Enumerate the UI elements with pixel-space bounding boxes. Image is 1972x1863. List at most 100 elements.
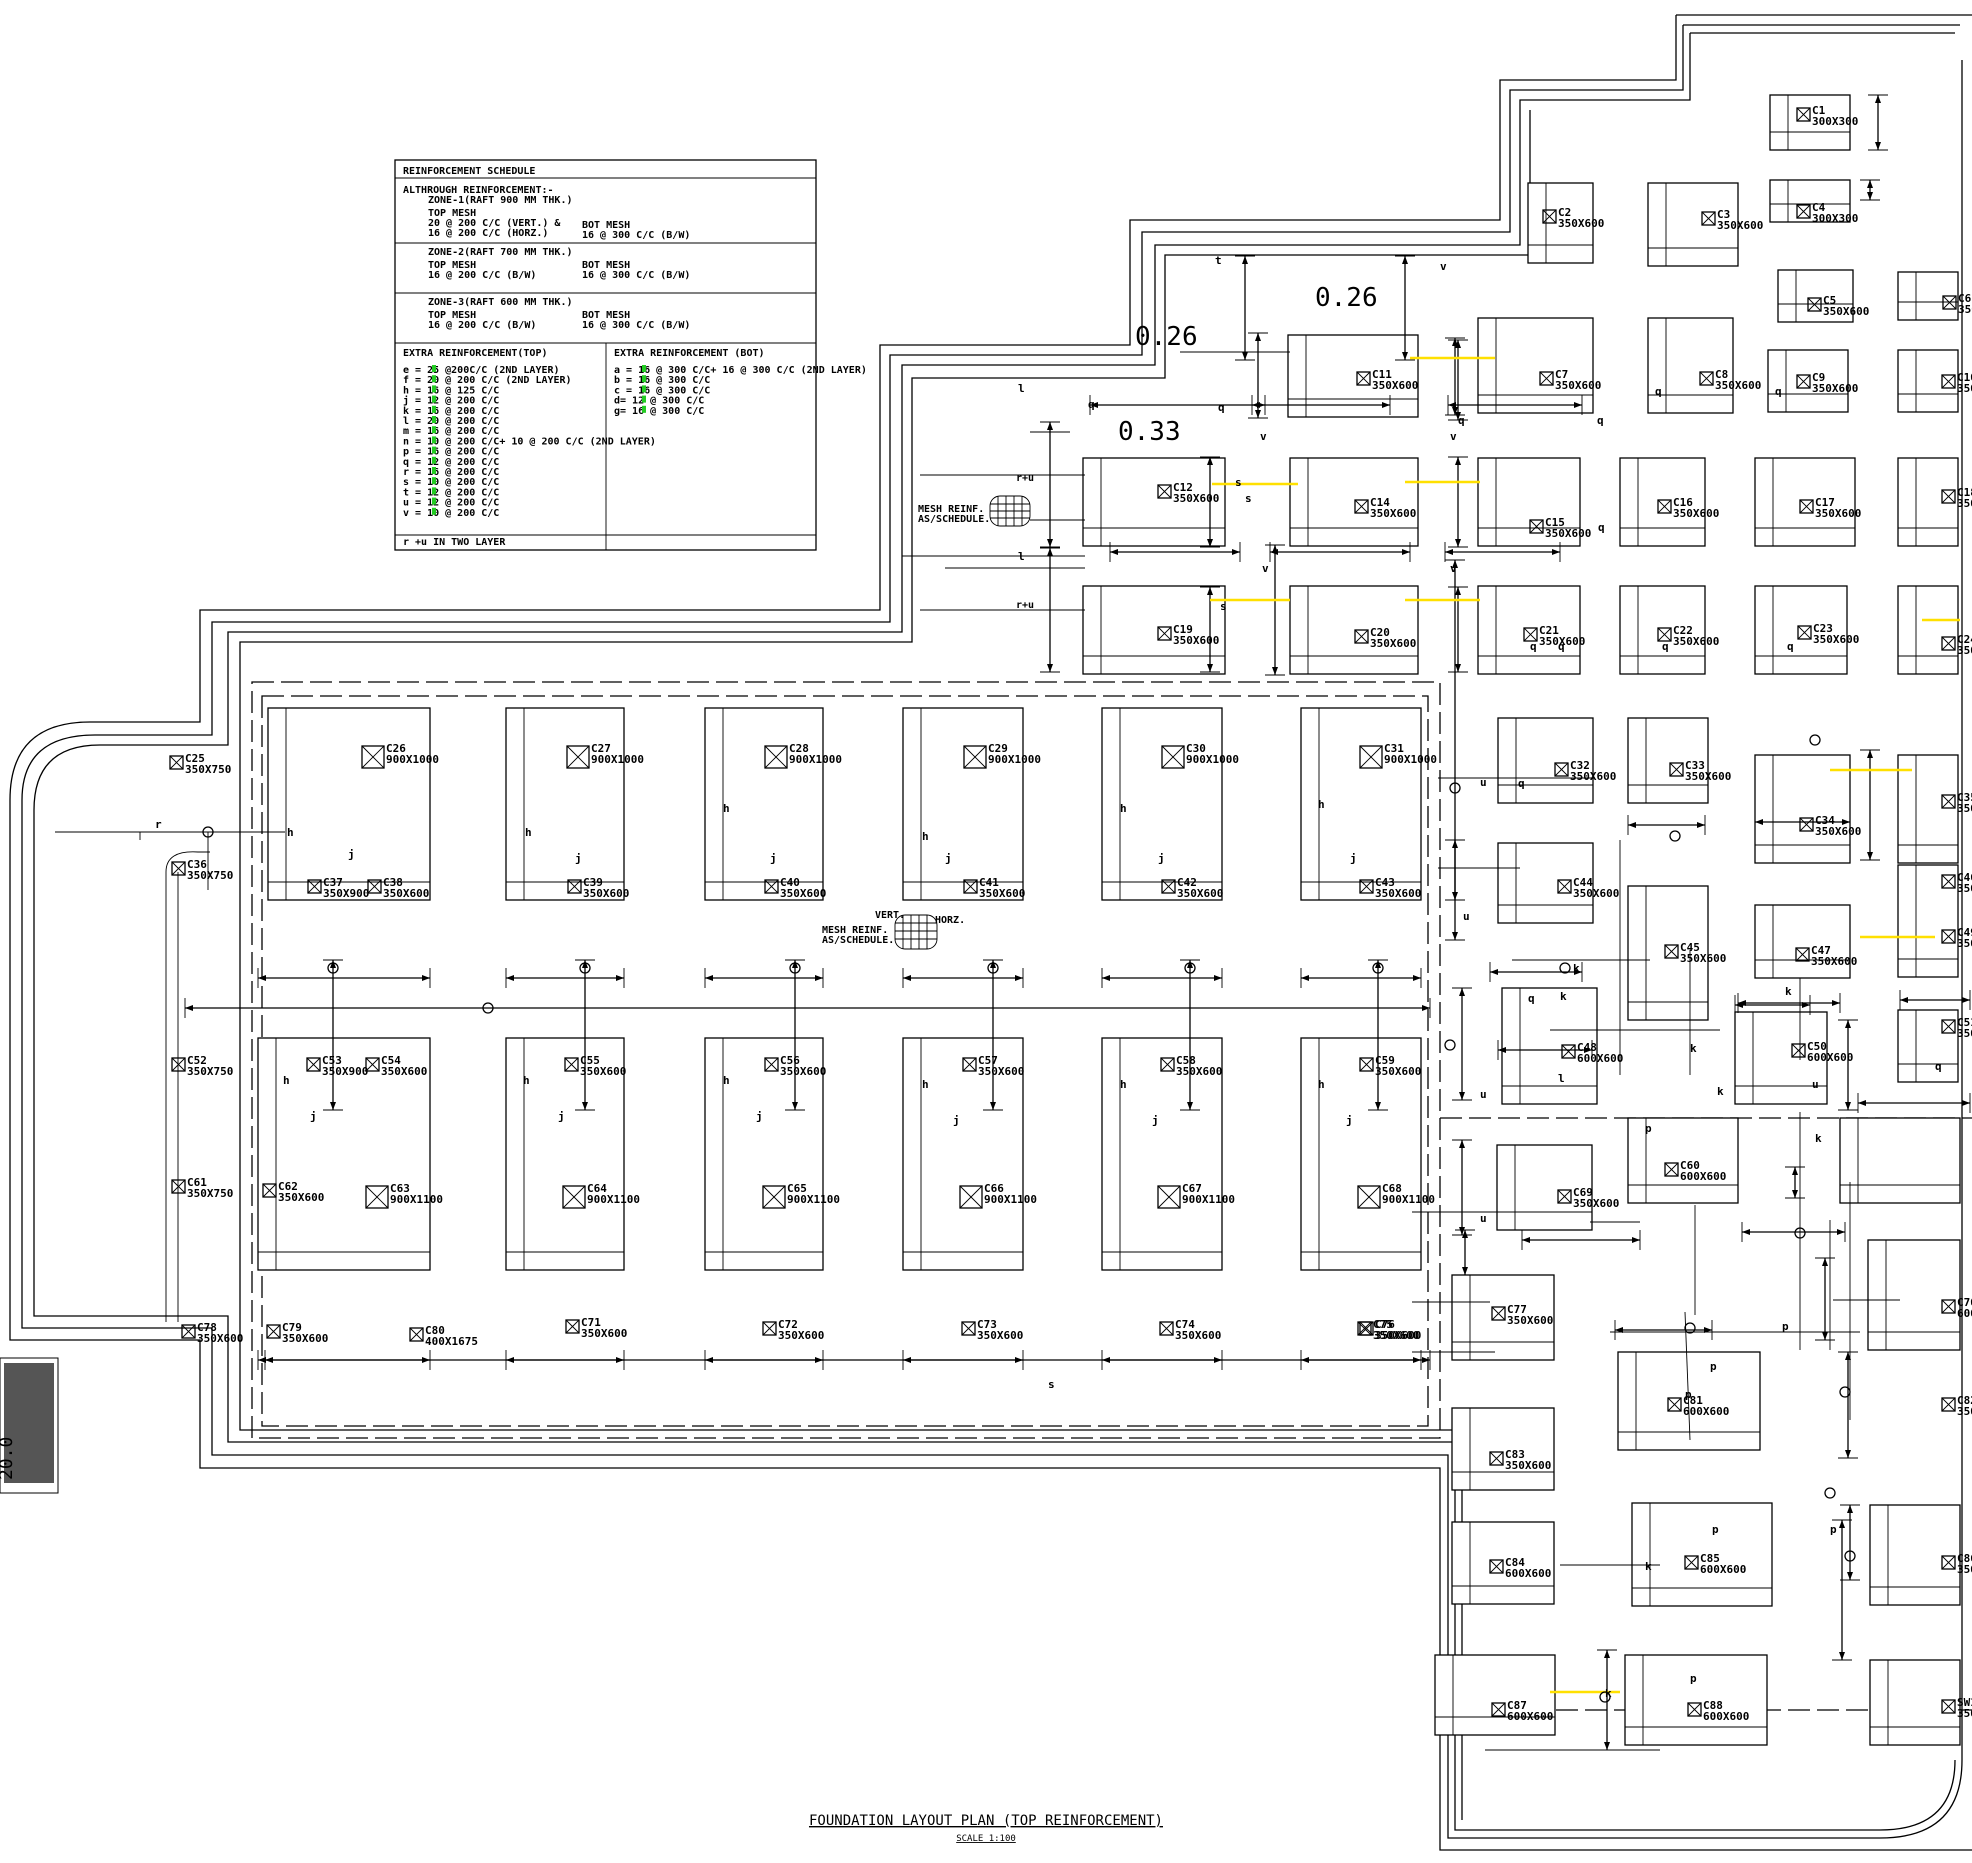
zone1-bot-head: BOT MESH (582, 220, 630, 231)
bar-dia-marker (432, 497, 436, 505)
column-cross (1161, 879, 1176, 894)
column-cross (365, 1057, 380, 1072)
column-box (1799, 499, 1814, 514)
junction-node (987, 962, 999, 974)
column-id: C84 (1505, 1556, 1525, 1569)
column-id: C53 (322, 1054, 342, 1067)
column-id: C63 (390, 1182, 410, 1195)
column-id: C31 (1384, 742, 1404, 755)
column-box (1561, 1044, 1576, 1059)
bar-mark-p: p (1712, 1523, 1719, 1536)
bar-mark-l: l (1018, 550, 1025, 563)
bar-mark-q: q (1218, 401, 1225, 414)
junction-node (1809, 734, 1821, 746)
zone3-bot1: 16 @ 300 C/C (B/W) (582, 320, 690, 331)
column-c70: C70600X600 (1941, 1296, 1972, 1320)
column-id: C41 (979, 876, 999, 889)
footing-pad (1477, 585, 1581, 675)
bar-mark-h: h (1120, 802, 1127, 815)
column-size: 350X600 (1680, 952, 1726, 965)
bar-mark-j: j (770, 852, 777, 865)
bar-mark-q: q (1558, 640, 1565, 653)
bar-mark-k: k (1815, 1132, 1822, 1145)
column-size: 350X600 (1507, 1314, 1553, 1327)
column-cross (1941, 1397, 1956, 1412)
column-size: 350X600 (1570, 770, 1616, 783)
column-id: C82 (1957, 1394, 1972, 1407)
column-box (307, 879, 322, 894)
column-box (1796, 204, 1811, 219)
column-box (171, 1179, 186, 1194)
bar-mark-h: h (922, 1078, 929, 1091)
footing-pad (1869, 1659, 1961, 1746)
column-cross (1941, 874, 1956, 889)
junction-node (579, 962, 591, 974)
column-cross (1941, 1019, 1956, 1034)
bar-mark-j: j (310, 1110, 317, 1123)
column-box (1795, 947, 1810, 962)
junction-node (327, 962, 339, 974)
column-box (1539, 371, 1554, 386)
footing-pad (1754, 457, 1856, 547)
column-size: 350X600 (780, 1065, 826, 1078)
column-id: C50 (1807, 1040, 1827, 1053)
footing-pad (1769, 94, 1851, 151)
column-size: 350X600 (1173, 634, 1219, 647)
column-box (1664, 1162, 1679, 1177)
column-box (566, 745, 590, 769)
extra-bot-head: EXTRA REINFORCEMENT (BOT) (614, 348, 765, 359)
column-id: C24 (1957, 633, 1972, 646)
column-id: C8 (1715, 368, 1728, 381)
bar-mark-u: u (1480, 1088, 1487, 1101)
column-size: 350X600 (581, 1327, 627, 1340)
drawing-title-block: FOUNDATION LAYOUT PLAN (TOP REINFORCEMEN… (809, 1813, 1163, 1844)
bar-mark-h: h (1318, 1078, 1325, 1091)
bar-mark-j: j (1158, 852, 1165, 865)
bar-mark-p: p (1830, 1523, 1837, 1536)
bar-mark-j: j (575, 852, 582, 865)
column-size: 350X750 (187, 1065, 233, 1078)
ru-note-2: r+u (1016, 600, 1034, 611)
column-size: 350X600 (282, 1332, 328, 1345)
slope-label-2: 0.26 (1315, 283, 1378, 313)
column-id: C43 (1375, 876, 1395, 889)
bar-dia-marker (432, 487, 436, 495)
column-id: C33 (1685, 759, 1705, 772)
column-size: 350X600 (1505, 1459, 1551, 1472)
column-cross (1664, 944, 1679, 959)
column-id: C44 (1573, 876, 1593, 889)
zone1-top2: 16 @ 200 C/C (HORZ.) (428, 228, 548, 239)
column-cross (365, 1185, 389, 1209)
column-id: C70 (1957, 1296, 1972, 1309)
ru-note-1: r+u (1016, 473, 1034, 484)
column-box (1491, 1702, 1506, 1717)
column-size: 600X600 (1683, 1405, 1729, 1418)
column-box (1796, 107, 1811, 122)
column-size: 350X600 (1957, 882, 1972, 895)
column-id: C18 (1957, 486, 1972, 499)
column-size: 350X600 (1673, 507, 1719, 520)
column-cross (1157, 484, 1172, 499)
bar-mark-k: k (1573, 962, 1580, 975)
column-cross (961, 1321, 976, 1336)
bar-mark-q: q (1458, 414, 1465, 427)
column-cross (1797, 625, 1812, 640)
footing-pad (1477, 317, 1594, 414)
extra-bot-row: b = 16 @ 300 C/C (614, 375, 710, 386)
column-box (1354, 499, 1369, 514)
column-id: C88 (1703, 1699, 1723, 1712)
drawing-title: FOUNDATION LAYOUT PLAN (TOP REINFORCEMEN… (809, 1813, 1163, 1829)
column-box (1491, 1306, 1506, 1321)
column-id: C19 (1173, 623, 1193, 636)
column-size: 600X600 (1680, 1170, 1726, 1183)
extra-top-row: j = 12 @ 200 C/C (403, 395, 499, 407)
